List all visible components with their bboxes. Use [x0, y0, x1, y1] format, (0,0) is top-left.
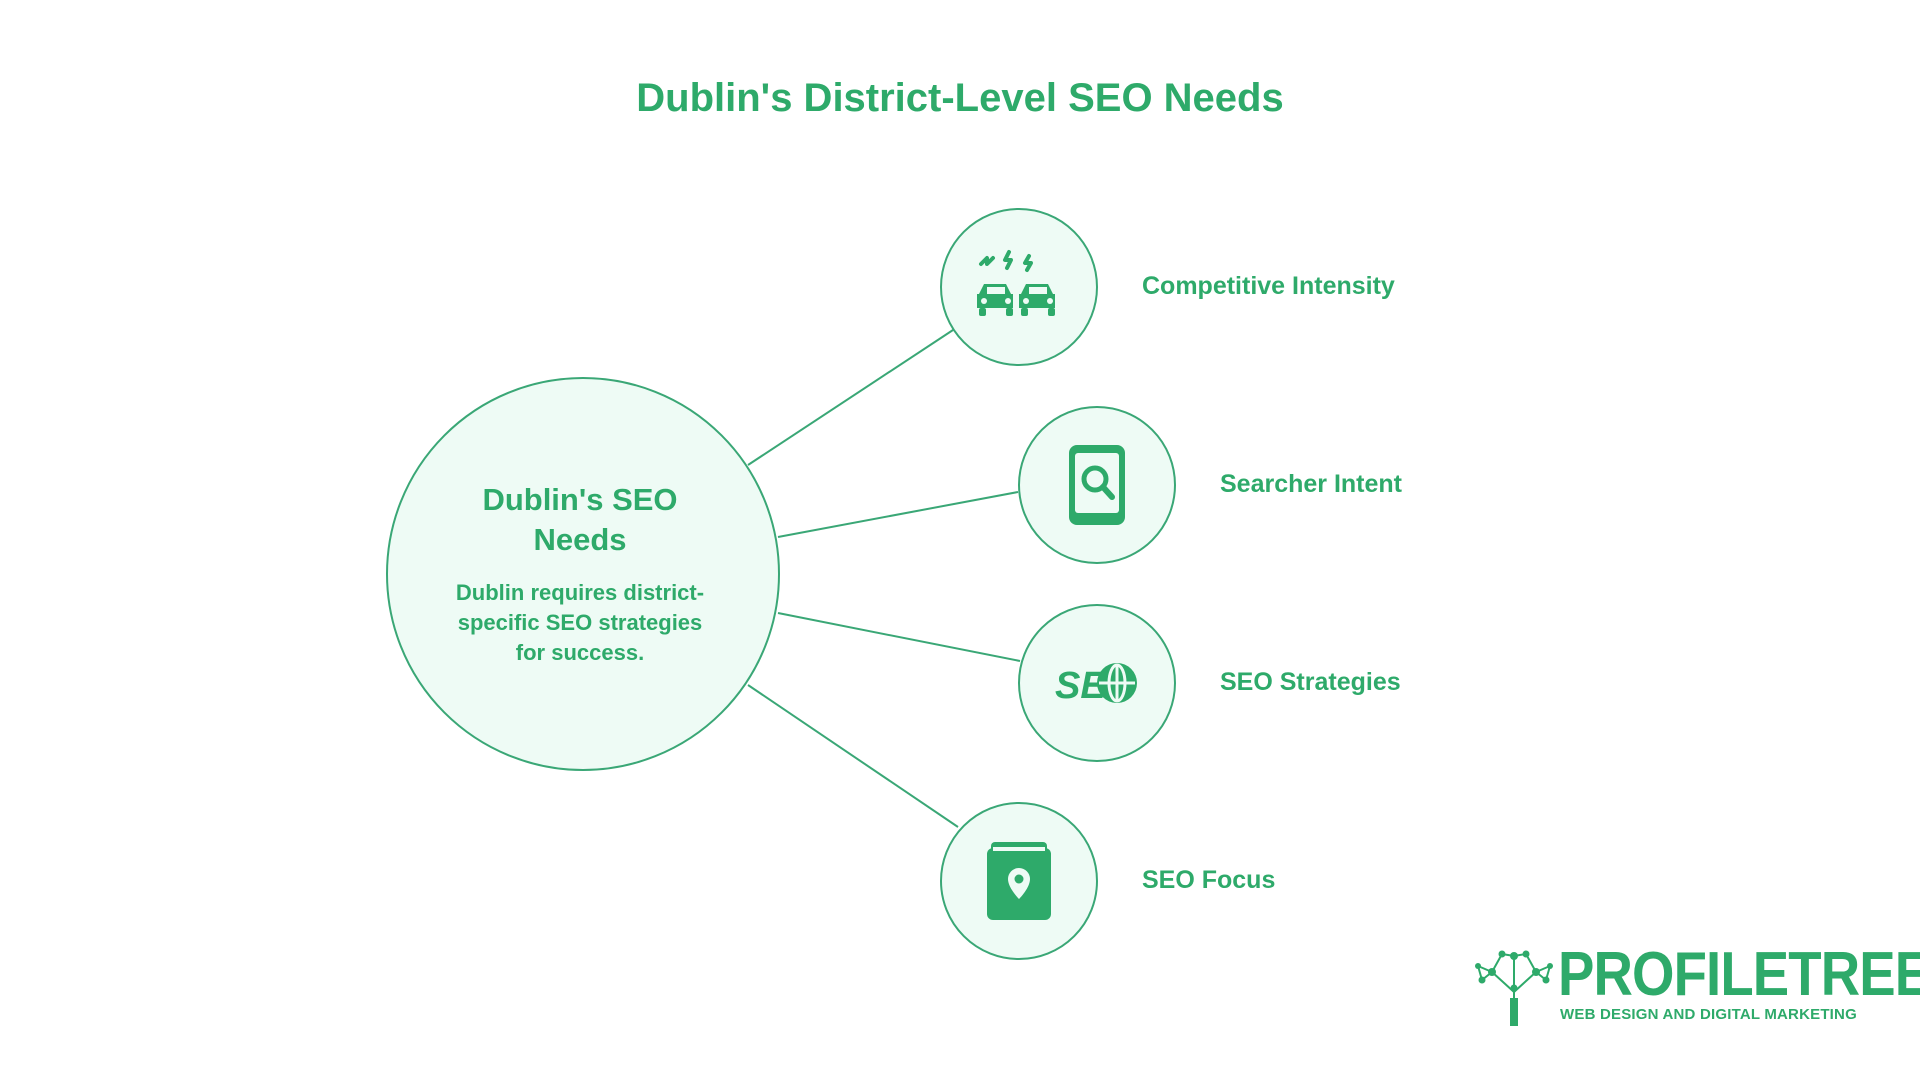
diagram-title: Dublin's District-Level SEO Needs	[636, 76, 1284, 120]
node-seo-focus	[940, 802, 1098, 960]
mobile-search-icon	[1069, 445, 1125, 525]
seo-globe-icon: SE	[1055, 663, 1137, 707]
logo-tagline: WEB DESIGN AND DIGITAL MARKETING	[1560, 1006, 1857, 1023]
central-description-line-2: specific SEO strategies	[457, 610, 703, 635]
connector-line-1	[747, 329, 954, 466]
central-description-line-3: for success.	[515, 640, 645, 665]
tree-logo-icon	[1475, 950, 1553, 1026]
connector-line-2	[777, 491, 1019, 538]
central-description-line-1: Dublin requires district-	[455, 580, 705, 605]
profiletree-logo: PROFILETREE WEB DESIGN AND DIGITAL MARKE…	[1470, 940, 1920, 1030]
central-heading: Dublin's SEO Needs	[440, 480, 720, 560]
logo-wordmark: PROFILETREE	[1558, 940, 1920, 1009]
node-seo-strategies: SE	[1018, 604, 1176, 762]
node-label-competitive-intensity: Competitive Intensity	[1142, 272, 1395, 300]
node-label-seo-focus: SEO Focus	[1142, 866, 1276, 894]
central-concept-circle	[386, 377, 780, 771]
connector-line-4	[747, 684, 959, 828]
node-searcher-intent	[1018, 406, 1176, 564]
central-description: Dublin requires district- specific SEO s…	[440, 578, 720, 668]
central-heading-line-1: Dublin's SEO	[482, 482, 678, 517]
location-book-icon	[987, 842, 1051, 920]
node-label-seo-strategies: SEO Strategies	[1220, 668, 1401, 696]
node-competitive-intensity	[940, 208, 1098, 366]
competing-cars-icon	[977, 250, 1055, 316]
connector-line-3	[777, 612, 1021, 662]
node-label-searcher-intent: Searcher Intent	[1220, 470, 1403, 498]
central-heading-line-2: Needs	[533, 522, 627, 557]
